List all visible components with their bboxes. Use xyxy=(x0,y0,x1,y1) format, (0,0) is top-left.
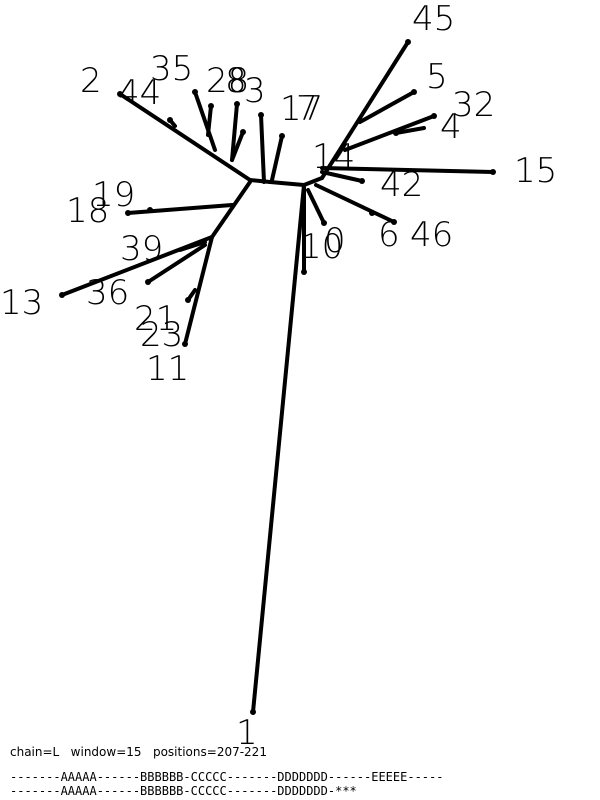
branch-45 xyxy=(320,40,410,180)
leaf-label-2: 2 xyxy=(80,61,102,101)
node-dot xyxy=(411,89,417,95)
branch-7 xyxy=(270,134,284,182)
node-dot xyxy=(321,220,327,226)
leaf-label-28: 28 xyxy=(206,61,249,101)
branch-6 xyxy=(314,183,396,224)
node-dot xyxy=(185,297,191,303)
node-dot xyxy=(240,129,246,135)
node-dot xyxy=(59,292,65,298)
node-dot xyxy=(431,113,437,119)
leaf-label-3: 3 xyxy=(244,71,266,111)
leaf-label-21: 21 xyxy=(134,299,177,339)
leaf-label-42: 42 xyxy=(380,165,423,205)
branch-15 xyxy=(320,166,495,174)
leaf-label-44: 44 xyxy=(118,73,161,113)
node-dot xyxy=(258,112,264,118)
node-dot xyxy=(391,219,397,225)
branch-right-hub xyxy=(302,176,324,187)
node-dot xyxy=(393,130,399,136)
branch-4 xyxy=(394,126,426,135)
node-dot xyxy=(147,207,153,213)
leaf-labels: 1 2 4 5 6 8 10 11 13 14 15 17 18 19 21 2… xyxy=(0,0,557,753)
leaf-label-35: 35 xyxy=(150,49,193,89)
leaf-label-7: 7 xyxy=(296,89,318,129)
node-dot xyxy=(359,178,365,184)
tree-caption: chain=L window=15 positions=207-221 xyxy=(10,745,267,759)
node-dot xyxy=(405,39,411,45)
leaf-label-23: 23 xyxy=(140,315,183,355)
branch-42 xyxy=(320,170,364,183)
leaf-label-32: 32 xyxy=(452,85,495,125)
leaf-label-5: 5 xyxy=(426,57,448,97)
leaf-label-39: 39 xyxy=(120,229,163,269)
node-dot xyxy=(301,269,307,275)
leaf-label-13: 13 xyxy=(0,283,43,323)
leaf-label-19: 19 xyxy=(92,175,135,215)
branch-2-44 xyxy=(118,92,252,182)
leaf-label-4: 4 xyxy=(440,107,462,147)
node-dot xyxy=(192,89,198,95)
node-dot xyxy=(369,210,375,216)
node-dot xyxy=(145,279,151,285)
branch-36 xyxy=(146,243,207,284)
branch-lower-hub xyxy=(210,180,252,239)
branch-5 xyxy=(358,90,416,124)
tree-branches xyxy=(60,40,495,714)
leaf-label-11: 11 xyxy=(146,349,189,389)
branch-18-19 xyxy=(126,203,234,215)
node-dot xyxy=(234,101,240,107)
tree-nodes xyxy=(59,39,496,715)
leaf-label-46: 46 xyxy=(410,215,453,255)
branch-32-4 xyxy=(343,114,436,152)
leaf-label-8: 8 xyxy=(225,61,247,101)
branch-39 xyxy=(178,240,207,252)
leaf-label-45: 45 xyxy=(412,0,455,39)
leaf-label-6: 6 xyxy=(378,215,400,255)
branch-center-17 xyxy=(259,113,266,184)
branch-28b xyxy=(230,102,239,162)
leaf-label-18: 18 xyxy=(66,191,109,231)
leaf-label-10: 10 xyxy=(300,227,343,267)
leaf-label-17: 17 xyxy=(280,89,323,129)
node-dot xyxy=(279,133,285,139)
branch-3 xyxy=(230,130,245,162)
branch-1 xyxy=(251,183,306,714)
node-dot xyxy=(125,210,131,216)
leaf-label-0: 0 xyxy=(324,221,346,261)
leaf-label-15: 15 xyxy=(514,151,557,191)
branch-11 xyxy=(183,235,214,346)
node-dot xyxy=(490,169,496,175)
branch-0 xyxy=(306,188,326,225)
branch-35 xyxy=(193,90,217,152)
sequence-line-2: -------AAAAA------BBBBBB-CCCCC-------DDD… xyxy=(10,784,357,798)
node-dot xyxy=(250,709,256,715)
branch-upper-hub xyxy=(248,178,272,184)
node-dot xyxy=(117,91,123,97)
leaf-label-1: 1 xyxy=(236,713,258,753)
node-dot xyxy=(167,117,173,123)
branch-28 xyxy=(206,104,213,137)
leaf-label-14: 14 xyxy=(312,137,355,177)
leaf-label-36: 36 xyxy=(86,273,129,313)
sequence-line-1: -------AAAAA------BBBBBB-CCCCC-------DDD… xyxy=(10,770,444,784)
branch-center-left xyxy=(268,180,306,187)
node-dot xyxy=(182,341,188,347)
node-dot xyxy=(208,103,214,109)
